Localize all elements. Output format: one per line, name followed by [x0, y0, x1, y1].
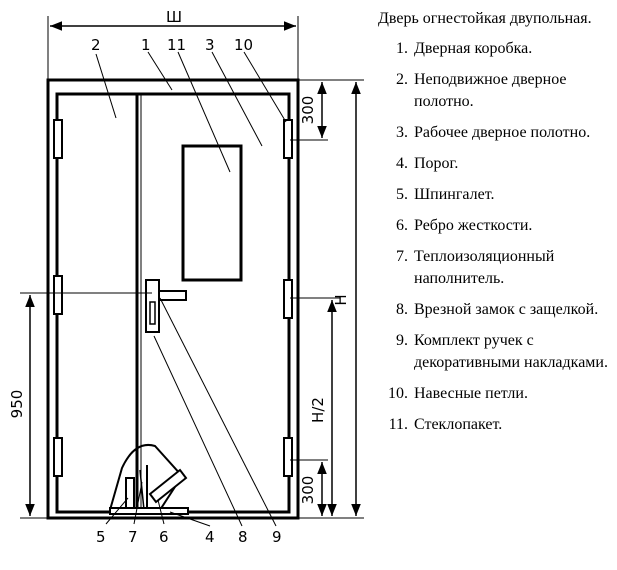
legend-item-text: Ребро жесткости. [414, 217, 533, 234]
legend-item-number: 9. [396, 332, 408, 349]
legend-item-text: Дверная коробка. [414, 40, 533, 57]
legend-item-text: Врезной замок с защелкой. [414, 301, 599, 318]
legend-item-number: 1. [396, 40, 408, 57]
dim-top-label: 300 [299, 96, 317, 125]
callout-10: 10 [234, 36, 253, 54]
leader-3 [211, 51, 263, 147]
door-frame-inner [55, 92, 291, 514]
legend-item-text: Рабочее дверное полотно. [414, 124, 591, 141]
legend-item: 2. Неподвижное дверное полотно. [378, 69, 614, 113]
callout-7: 7 [128, 528, 138, 546]
legend-item-number: 8. [396, 301, 408, 318]
legend-item-text: Шпингалет. [414, 186, 495, 203]
legend-item: 9. Комплект ручек с декоративными накладк… [378, 330, 614, 374]
dim-rb-label: 300 [299, 476, 317, 505]
callout-3: 3 [205, 36, 215, 54]
legend-item-number: 7. [396, 248, 408, 265]
legend-item-text: Теплоизоляционный наполнитель. [414, 248, 555, 287]
legend-item-number: 3. [396, 124, 408, 141]
legend-item-text: Комплект ручек с декоративными накладкам… [414, 332, 608, 371]
height-label: Н [332, 294, 350, 305]
leader-11 [177, 51, 231, 173]
cutaway-outline [109, 444, 184, 511]
legend-item: 8. Врезной замок с защелкой. [378, 299, 614, 321]
dim-left-label: 950 [8, 390, 26, 419]
legend-item-text: Неподвижное дверное полотно. [414, 71, 567, 110]
hinge-left-mid [53, 275, 63, 315]
leader-4 [169, 511, 211, 527]
legend-item-number: 11. [388, 416, 408, 433]
door-frame [46, 78, 300, 520]
leader-10 [243, 51, 287, 123]
legend-item: 1. Дверная коробка. [378, 38, 614, 60]
callout-8: 8 [238, 528, 248, 546]
legend-item: 11. Стеклопакет. [378, 414, 614, 436]
legend-item-number: 4. [396, 155, 408, 172]
legend-item-number: 2. [396, 71, 408, 88]
threshold [109, 507, 189, 515]
legend-item-number: 10. [388, 385, 408, 402]
legend-item-text: Навесные петли. [414, 385, 528, 402]
callout-5: 5 [96, 528, 106, 546]
callout-4: 4 [205, 528, 215, 546]
leader-9 [159, 297, 277, 527]
legend-title: Дверь огнестойкая двупольная. [378, 10, 592, 27]
hinge-right-mid [283, 279, 293, 319]
legend-item-number: 6. [396, 217, 408, 234]
legend-item-number: 5. [396, 186, 408, 203]
callout-9: 9 [272, 528, 282, 546]
callout-11: 11 [167, 36, 186, 54]
glass-unit [181, 144, 243, 282]
legend: Дверь огнестойкая двупольная. 1. Дверная … [378, 8, 614, 445]
leader-5 [105, 497, 129, 525]
dim-mid-label: Н/2 [309, 397, 327, 423]
leader-2 [95, 53, 117, 119]
rib [148, 468, 188, 504]
legend-item: 10. Навесные петли. [378, 383, 614, 405]
legend-item-text: Стеклопакет. [414, 416, 503, 433]
legend-item-text: Порог. [414, 155, 459, 172]
bolt [125, 477, 135, 511]
rib-line-2 [139, 469, 145, 511]
legend-item: 6. Ребро жесткости. [378, 215, 614, 237]
hinge-left-top [53, 119, 63, 159]
callout-6: 6 [159, 528, 169, 546]
callout-1: 1 [141, 36, 151, 54]
hinge-left-bottom [53, 437, 63, 477]
legend-item: 5. Шпингалет. [378, 184, 614, 206]
lock-slot [149, 301, 156, 325]
legend-item: 3. Рабочее дверное полотно. [378, 122, 614, 144]
callout-2: 2 [91, 36, 101, 54]
legend-item: 4. Порог. [378, 153, 614, 175]
hinge-right-top [283, 119, 293, 159]
legend-item: 7. Теплоизоляционный наполнитель. [378, 246, 614, 290]
leader-8 [153, 335, 243, 527]
legend-list: 1. Дверная коробка. 2. Неподвижное дверное… [378, 38, 614, 436]
leader-7 [133, 481, 143, 525]
leader-6 [157, 499, 165, 525]
leader-1 [147, 51, 173, 91]
width-label: Ш [166, 8, 182, 26]
hinge-right-bottom [283, 437, 293, 477]
